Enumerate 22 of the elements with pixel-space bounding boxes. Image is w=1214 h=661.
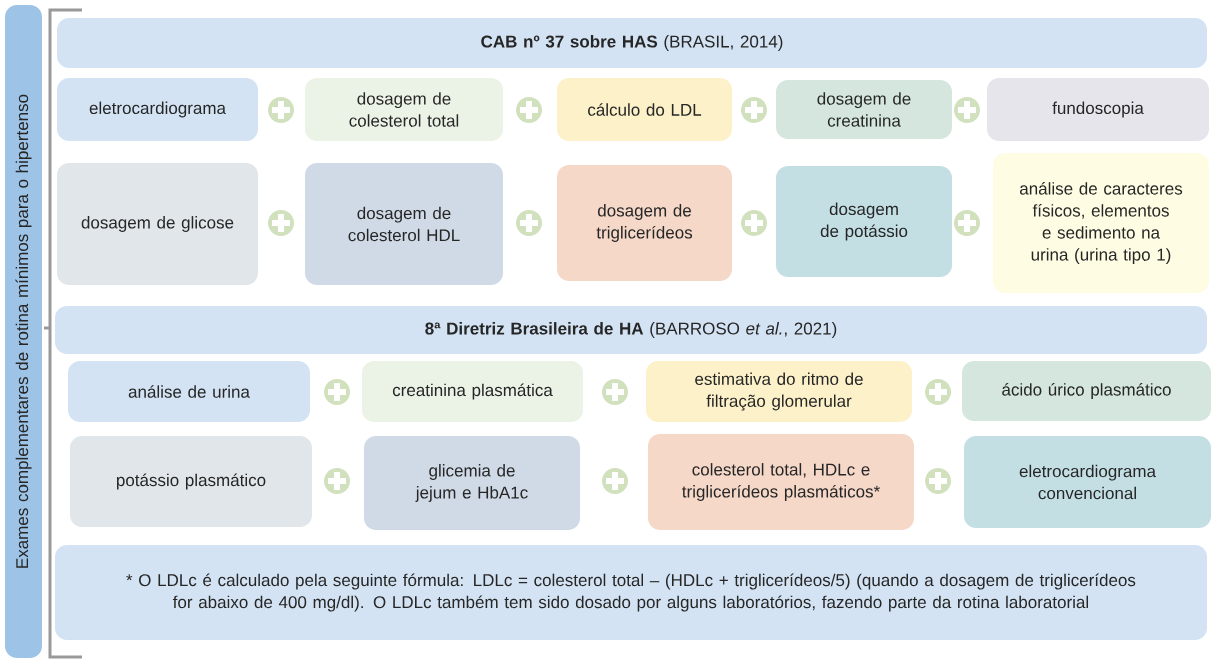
side-band: Exames complementares de rotina mínimos para o hipertenso [5, 5, 42, 658]
exam-box: eletrocardiograma [57, 78, 258, 141]
exam-box: estimativa do ritmo de filtração glomerular [646, 361, 912, 422]
exam-box: análise de urina [68, 361, 310, 422]
exam-box: dosagem de creatinina [776, 80, 952, 139]
exam-box: eletrocardiograma convencional [964, 436, 1211, 528]
exam-box: dosagem de potássio [776, 166, 952, 277]
exam-box: dosagem de colesterol HDL [305, 163, 503, 285]
exam-box: análise de caracteres físicos, elementos e sedimento na urina (urina tipo 1) [993, 153, 1209, 293]
exam-box: ácido úrico plasmático [962, 361, 1211, 421]
exam-box: dosagem de colesterol total [305, 78, 503, 141]
header-band: 8ª Diretriz Brasileira de HA (BARROSO et al., 2021) [55, 306, 1207, 354]
exam-box: creatinina plasmática [362, 361, 583, 422]
footnote-box: * O LDLc é calculado pela seguinte fórmula: LDLc = colesterol total – (HDLc + triglicerídeos/5) (quando a dosagem de triglicerídeos for abaixo de 400 mg/dl). O LDLc também tem sido dosado por alguns laboratórios, fazendo parte da rotina laboratorial [55, 545, 1207, 640]
exam-box: dosagem de triglicerídeos [557, 165, 732, 281]
exam-box: colesterol total, HDLc e triglicerídeos plasmáticos* [648, 434, 914, 530]
exam-box: potássio plasmático [70, 436, 312, 527]
exam-box: cálculo do LDL [557, 78, 732, 141]
header-band: CAB nº 37 sobre HAS (BRASIL, 2014) [57, 18, 1207, 68]
exam-box: dosagem de glicose [57, 163, 258, 285]
exam-box: fundoscopia [987, 78, 1209, 141]
exam-box: glicemia de jejum e HbA1c [364, 436, 580, 530]
